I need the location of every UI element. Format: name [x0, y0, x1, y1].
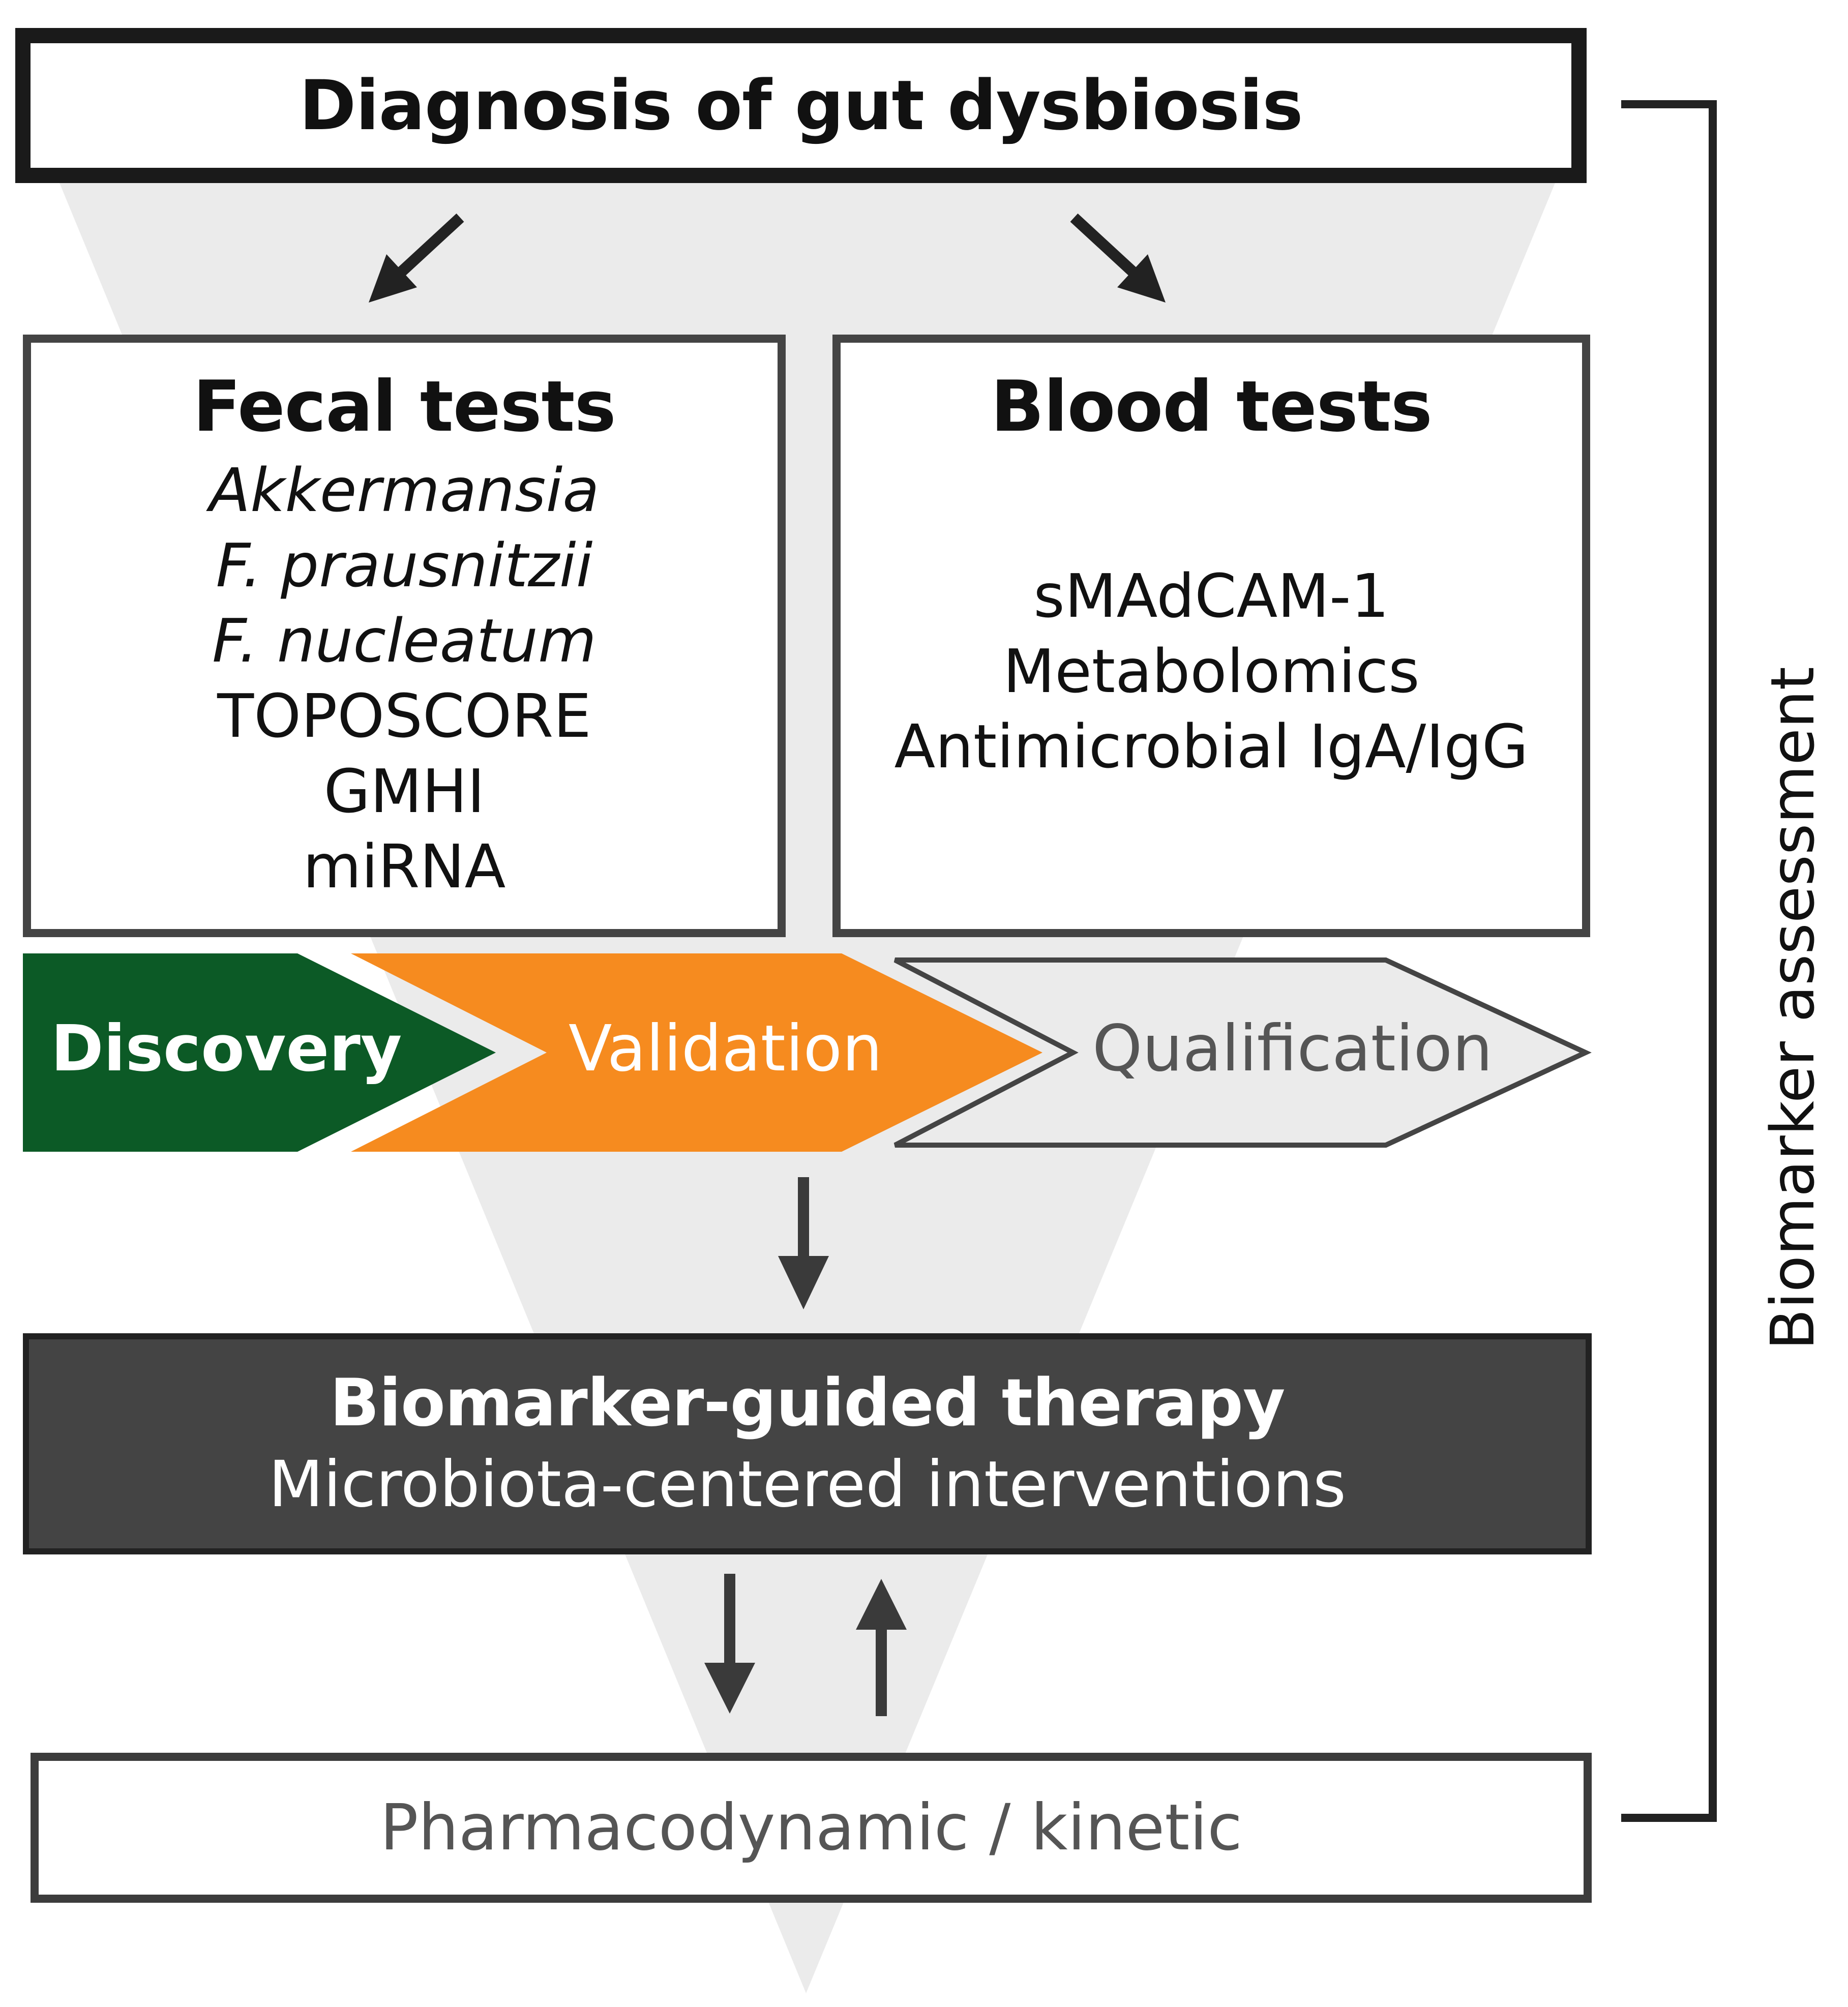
pk-box: Pharmacodynamic / kinetic [31, 1753, 1592, 1903]
arrow-down-to-pk [704, 1574, 755, 1714]
discovery-chevron [23, 953, 496, 1152]
blood-test-item: Antimicrobial IgA/IgG [894, 711, 1529, 782]
fecal-tests-box: Fecal tests Akkermansia F. prausnitzii F… [23, 335, 786, 937]
stage-discovery-label: Discovery [51, 1012, 402, 1086]
arrow-to-therapy [778, 1177, 829, 1309]
qualification-chevron [893, 957, 1592, 1148]
therapy-box: Biomarker-guided therapy Microbiota-cent… [23, 1333, 1592, 1554]
fecal-tests-list: Akkermansia F. prausnitzii F. nucleatum … [209, 453, 599, 904]
biomarker-assessment-bracket [1621, 100, 1717, 1822]
fecal-test-item: F. nucleatum [212, 606, 597, 676]
biomarker-assessment-label: Biomarker assessment [1757, 667, 1828, 1350]
diagnosis-box: Diagnosis of gut dysbiosis [15, 28, 1587, 183]
fecal-test-item: F. prausnitzii [216, 530, 593, 601]
arrow-to-fecal-tests [369, 213, 464, 303]
pk-label: Pharmacodynamic / kinetic [380, 1791, 1242, 1865]
fecal-test-item: Akkermansia [209, 455, 600, 525]
arrow-up-to-therapy [856, 1579, 907, 1716]
fecal-test-item: miRNA [303, 831, 506, 902]
therapy-subtitle: Microbiota-centered interventions [268, 1447, 1347, 1521]
blood-tests-box: Blood tests sMAdCAM-1 Metabolomics Antim… [832, 335, 1590, 937]
blood-test-item: sMAdCAM-1 [1033, 561, 1389, 631]
validation-chevron [351, 953, 1042, 1152]
therapy-title: Biomarker-guided therapy [330, 1365, 1286, 1441]
fecal-test-item: GMHI [323, 756, 485, 826]
arrow-to-blood-tests [1070, 213, 1166, 303]
blood-test-item: Metabolomics [1003, 636, 1420, 706]
fecal-tests-title: Fecal tests [193, 366, 616, 447]
fecal-test-item: TOPOSCORE [217, 681, 591, 751]
blood-tests-list: sMAdCAM-1 Metabolomics Antimicrobial IgA… [895, 558, 1529, 784]
stage-validation-label: Validation [569, 1012, 883, 1086]
blood-tests-title: Blood tests [991, 366, 1433, 447]
diagnosis-title: Diagnosis of gut dysbiosis [299, 66, 1303, 145]
stage-qualification-label: Qualification [1092, 1012, 1493, 1086]
